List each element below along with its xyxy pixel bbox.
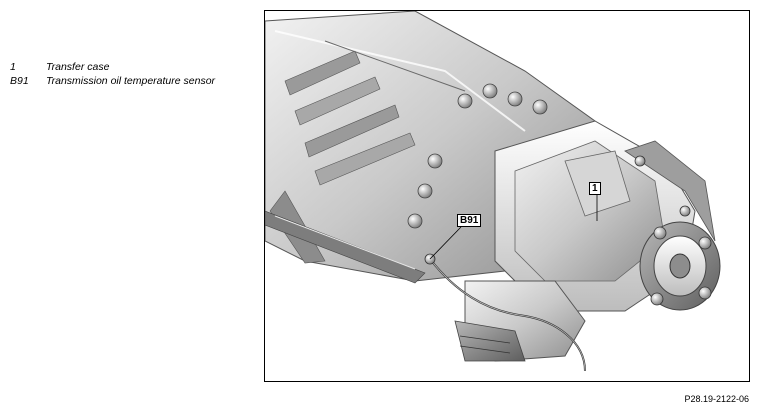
lower-assembly [454,280,586,362]
legend-description: Transfer case [46,61,110,73]
transmission-illustration [265,11,721,372]
housing-bolts [407,83,548,229]
legend-description: Transmission oil temperature sensor [46,75,216,87]
callout-transfer-case: 1 [589,182,601,195]
figure-reference-id: P28.19-2122-06 [684,394,749,404]
legend-code: B91 [10,75,29,87]
legend-item-oil-temp-sensor: B91 Transmission oil temperature sensor [10,74,215,88]
callout-oil-temp-sensor: B91 [457,214,482,227]
transfer-case [494,120,721,312]
legend-code: 1 [10,61,16,73]
legend: 1 Transfer case B91 Transmission oil tem… [10,60,215,88]
transmission-illustration-frame: 1 B91 [264,10,750,382]
transmission-housing [265,11,596,284]
legend-item-transfer-case: 1 Transfer case [10,60,215,74]
